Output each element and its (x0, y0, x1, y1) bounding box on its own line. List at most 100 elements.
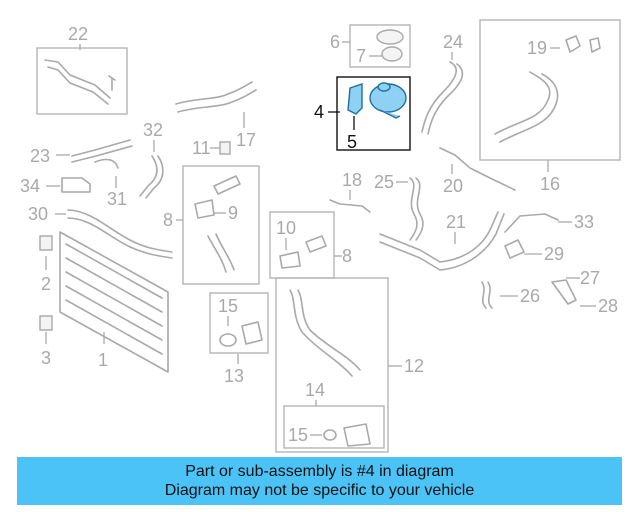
part-6-cap (376, 29, 404, 45)
callout-16: 16 (540, 174, 560, 194)
info-banner: Part or sub-assembly is #4 in diagram Di… (17, 457, 622, 505)
part-4-box (336, 76, 411, 151)
part-28-hose (551, 279, 577, 305)
part-20-group: 20 (439, 147, 516, 196)
part-23-hose (71, 139, 131, 157)
callout-29: 29 (544, 244, 564, 264)
callout-21: 21 (446, 212, 466, 232)
callout-10: 10 (276, 218, 296, 238)
part-10-group: 10 8 (269, 211, 352, 279)
part-30-group: 30 (28, 204, 173, 259)
part-33-pipe (504, 213, 559, 233)
part-2-mount (39, 235, 53, 251)
part-2-group: 2 3 (39, 235, 53, 368)
callout-11: 11 (192, 138, 211, 158)
part-21-group: 21 (379, 211, 505, 271)
part-22-hose (44, 59, 111, 99)
callout-32: 32 (143, 120, 163, 140)
parts-diagram: 22 6 7 4 5 24 19 (20, 19, 621, 453)
part-31-hose (94, 158, 119, 169)
callout-17: 17 (236, 130, 256, 150)
part-16-group: 19 16 (479, 19, 621, 194)
callout-22: 22 (68, 24, 88, 44)
part-7-seal (381, 46, 403, 62)
part-20-pipe (439, 147, 516, 191)
part-12-hose (289, 289, 353, 377)
callout-27: 27 (580, 268, 600, 288)
part-33-group: 33 29 (504, 212, 594, 264)
callout-34: 34 (20, 176, 40, 196)
callout-6: 6 (330, 32, 340, 52)
part-13-box (209, 292, 269, 354)
part-24-group: 24 (421, 32, 464, 135)
callout-12: 12 (404, 356, 424, 376)
callout-4: 4 (314, 102, 324, 122)
part-26-group: 26 27 28 (481, 268, 618, 316)
callout-23: 23 (30, 146, 50, 166)
part-1-group: 1 (59, 231, 169, 373)
part-25-group: 25 (374, 172, 424, 241)
callout-13: 13 (224, 366, 244, 386)
part-15-ring (219, 333, 237, 347)
part-9-fitting (194, 199, 215, 219)
banner-line-1: Part or sub-assembly is #4 in diagram (185, 463, 454, 480)
callout-26: 26 (520, 286, 540, 306)
part-18-pipe (329, 199, 371, 213)
callout-20: 20 (443, 176, 463, 196)
callout-14: 14 (305, 380, 325, 400)
callout-15-lower: 15 (288, 425, 308, 445)
part-34-housing (61, 177, 91, 193)
part-4-group: 4 5 (314, 76, 411, 152)
callout-31: 31 (107, 189, 127, 209)
callout-7: 7 (356, 46, 366, 66)
part-19-clip (565, 35, 581, 53)
part-8-group: 8 9 (163, 165, 260, 285)
part-16-box (479, 19, 621, 161)
part-6-group: 6 7 (330, 24, 411, 68)
callout-25: 25 (374, 172, 394, 192)
part-8-box (182, 165, 260, 285)
callout-24: 24 (443, 32, 463, 52)
part-17-hose (175, 81, 253, 105)
part-14-box (283, 405, 385, 449)
callout-30: 30 (28, 204, 48, 224)
callout-19: 19 (527, 38, 547, 58)
part-25-hose (409, 177, 418, 241)
part-3-mount (39, 315, 53, 331)
part-22-group: 22 (36, 24, 128, 115)
part-14-fitting (343, 423, 371, 447)
part-13-hose (241, 321, 263, 345)
part-29-fitting (504, 239, 525, 259)
part-24-hose (421, 61, 458, 133)
callout-33: 33 (574, 212, 594, 232)
part-12-group: 12 14 15 (275, 277, 424, 453)
callout-15-upper: 15 (218, 296, 238, 316)
callout-2: 2 (41, 274, 51, 294)
part-10-tee (279, 251, 301, 269)
part-26-hose (481, 281, 487, 309)
callout-8-left: 8 (163, 210, 173, 230)
part-16-hose (494, 71, 551, 135)
callout-1: 1 (98, 350, 108, 370)
part-22-box (36, 47, 128, 115)
part-18-group: 18 (329, 170, 371, 213)
part-8-hose (207, 235, 227, 273)
callout-5: 5 (347, 132, 357, 152)
part-6-box (349, 24, 411, 68)
banner-line-2: Diagram may not be specific to your vehi… (164, 482, 475, 499)
callout-8-right: 8 (342, 246, 352, 266)
part-1-radiator (59, 231, 169, 373)
part-21-pipe (379, 211, 499, 263)
callout-3: 3 (41, 348, 51, 368)
callout-9: 9 (228, 203, 238, 223)
part-12-box (275, 277, 389, 453)
part-17-group: 17 (175, 81, 257, 150)
part-11-sensor (219, 141, 231, 155)
part-11-group: 11 (192, 138, 231, 158)
part-30-hose (67, 209, 173, 253)
callout-28: 28 (598, 296, 618, 316)
part-32-hose (139, 155, 158, 197)
callout-18: 18 (342, 170, 362, 190)
part-23-group: 23 31 32 34 (20, 120, 164, 209)
part-5-bracket (347, 83, 363, 115)
